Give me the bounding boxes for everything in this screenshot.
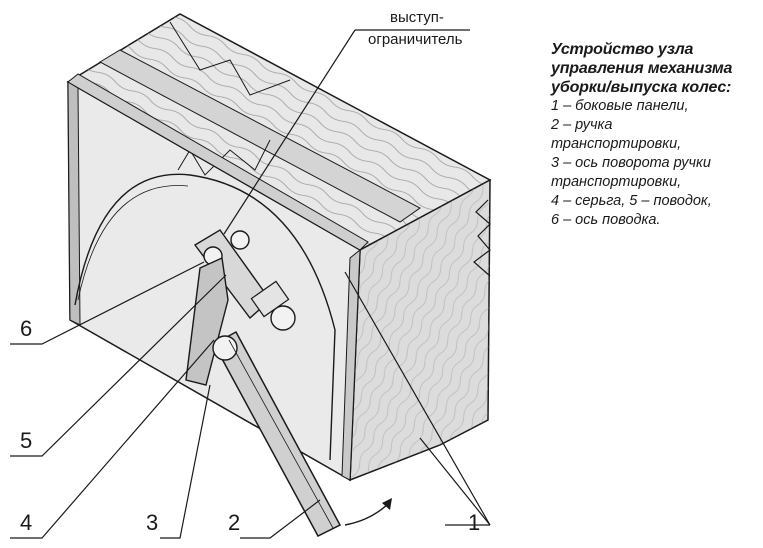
- part-number-2: 2: [228, 510, 240, 535]
- part-number-3: 3: [146, 510, 158, 535]
- transport-handle: [212, 330, 342, 537]
- callout-label-line1: выступ-: [390, 9, 444, 26]
- part-number-5: 5: [20, 428, 32, 453]
- legend-title-line1: Устройство узла: [551, 41, 694, 58]
- legend-item: 6 – ось поводка.: [551, 212, 661, 228]
- legend-item: транспортировки,: [551, 174, 682, 190]
- rotation-arrow: [344, 498, 392, 526]
- legend-item: транспортировки,: [551, 136, 682, 152]
- legend-item: 4 – серьга, 5 – поводок,: [551, 193, 712, 209]
- pusher-link: [193, 229, 296, 331]
- legend: Устройство узла управления механизма убо…: [551, 40, 761, 230]
- part-number-6: 6: [20, 316, 32, 341]
- legend-item: 2 – ручка: [551, 117, 613, 133]
- part-number-4: 4: [20, 510, 32, 535]
- top-plank: [66, 13, 492, 251]
- legend-item: 3 – ось поворота ручки: [551, 155, 711, 171]
- legend-item: 1 – боковые панели,: [551, 98, 689, 114]
- rear-side-panel: [349, 178, 491, 482]
- part-number-1: 1: [468, 510, 480, 535]
- legend-title-line3: уборки/выпуска колес:: [551, 79, 732, 96]
- leader-lines: [10, 29, 491, 539]
- callout-label-line2: ограничитель: [368, 31, 463, 48]
- legend-title-line2: управления механизма: [551, 60, 733, 77]
- panel-edge-strip: [67, 73, 369, 251]
